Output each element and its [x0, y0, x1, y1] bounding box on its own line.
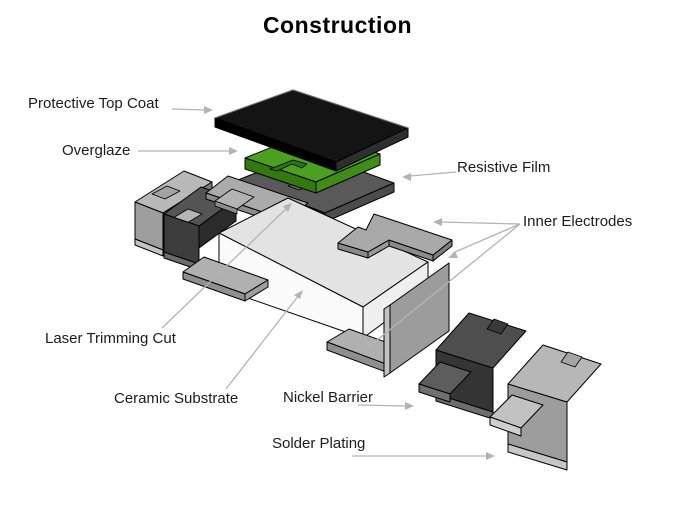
- arrowhead-solder-plating: [486, 452, 495, 460]
- label-nickel-barrier: Nickel Barrier: [283, 389, 374, 406]
- ceramic-substrate-block: [218, 197, 429, 339]
- laser-trimming-cut-mark: [269, 159, 308, 172]
- leader-inner-electrodes-top: [440, 221, 521, 225]
- label-protective-top-coat: Protective Top Coat: [28, 95, 159, 112]
- leader-nickel-barrier: [357, 404, 407, 407]
- label-solder-plating: Solder Plating: [272, 435, 366, 452]
- label-overglaze: Overglaze: [62, 142, 131, 159]
- arrowhead-nickel-barrier: [405, 402, 414, 410]
- page-title: Construction: [262, 12, 413, 38]
- arrowhead-inner-electrodes-side: [448, 251, 458, 258]
- leader-laser-trimming-cut: [161, 206, 289, 329]
- inner-electrode-bottom-plate-left: [182, 256, 269, 302]
- inner-electrode-right-plate: [337, 213, 453, 262]
- arrowhead-inner-electrodes-bottom: [365, 340, 373, 350]
- arrowhead-ceramic-substrate: [294, 290, 303, 299]
- leader-resistive-film: [409, 171, 457, 177]
- leader-inner-electrodes-side: [454, 223, 521, 253]
- solder-plating-block: [489, 344, 602, 471]
- label-inner-electrodes: Inner Electrodes: [523, 213, 633, 230]
- arrowhead-protective-top-coat: [204, 106, 213, 114]
- leader-ceramic-substrate: [225, 294, 300, 390]
- inner-electrode-side-plate: [383, 262, 450, 378]
- arrowhead-laser-trimming-cut: [283, 203, 292, 212]
- leader-lines: [138, 106, 521, 460]
- protective-top-coat-layer: [214, 89, 409, 172]
- label-laser-trimming-cut: Laser Trimming Cut: [45, 330, 176, 347]
- leader-protective-top-coat: [171, 108, 206, 111]
- arrowhead-resistive-film: [402, 173, 411, 181]
- arrowhead-inner-electrodes-top: [433, 218, 442, 226]
- label-resistive-film: Resistive Film: [457, 159, 551, 176]
- leader-inner-electrodes-bottom: [370, 223, 521, 346]
- label-ceramic-substrate: Ceramic Substrate: [114, 390, 239, 407]
- arrowhead-overglaze: [229, 147, 238, 155]
- nickel-barrier-block: [418, 312, 527, 420]
